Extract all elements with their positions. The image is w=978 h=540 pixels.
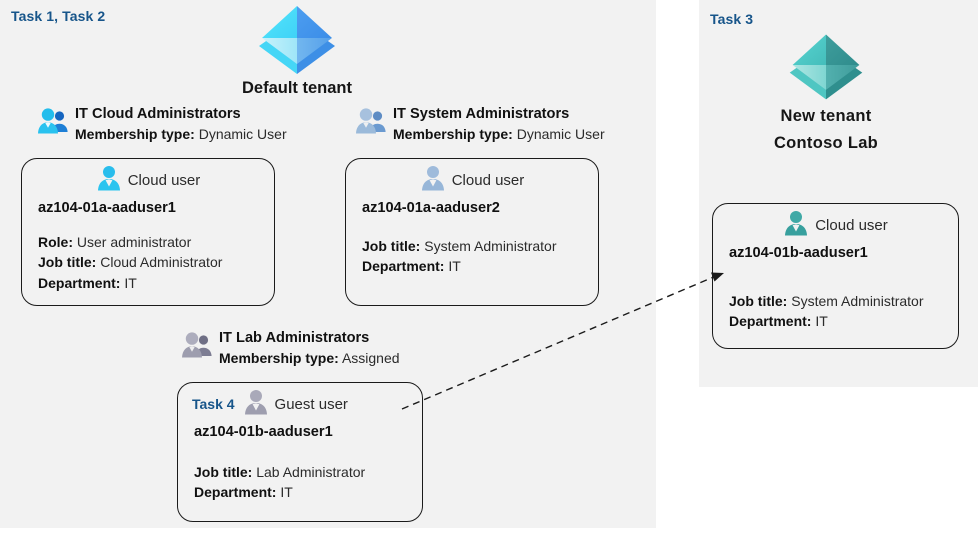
user-property-department: Department: IT xyxy=(729,311,958,331)
group-it-system-administrators: IT System Administrators Membership type… xyxy=(356,104,605,145)
property-value: User administrator xyxy=(76,234,192,250)
new-tenant-block: New tenant Contoso Lab xyxy=(728,30,924,154)
default-tenant-block: Default tenant xyxy=(199,2,395,99)
user-property-role: Role: User administrator xyxy=(38,232,274,252)
property-value: IT xyxy=(448,258,461,275)
group-meta-value: Assigned xyxy=(341,349,400,366)
group-meta-value: Dynamic User xyxy=(198,125,287,142)
cloud-user-icon xyxy=(783,210,809,241)
group-users-icon xyxy=(356,108,386,139)
group-it-cloud-administrators: IT Cloud Administrators Membership type:… xyxy=(38,104,287,145)
property-value: IT xyxy=(815,313,828,330)
group-meta-label: Membership type: xyxy=(219,349,339,366)
user-principal-name: az104-01b-aaduser1 xyxy=(194,424,333,440)
user-type-label: Cloud user xyxy=(815,216,888,234)
user-property-department: Department: IT xyxy=(38,273,274,293)
property-value: IT xyxy=(280,484,293,501)
group-meta-value: Dynamic User xyxy=(516,125,605,142)
user-card-az104-01a-aaduser1[interactable]: Cloud user az104-01a-aaduser1 Role: User… xyxy=(21,158,275,306)
task-label-1-2: Task 1, Task 2 xyxy=(11,8,106,24)
group-it-lab-administrators: IT Lab Administrators Membership type: A… xyxy=(182,328,400,369)
property-label: Department: xyxy=(194,484,277,501)
property-value: System Administrator xyxy=(791,293,924,309)
user-principal-name: az104-01a-aaduser2 xyxy=(362,200,500,216)
group-meta-label: Membership type: xyxy=(75,125,195,142)
azure-ad-tenant-icon xyxy=(199,2,395,74)
property-label: Department: xyxy=(38,274,121,291)
task-label-4: Task 4 xyxy=(192,396,235,412)
property-value: Lab Administrator xyxy=(256,464,366,480)
property-label: Job title: xyxy=(729,293,788,309)
user-card-az104-01b-aaduser1-guest[interactable]: Task 4 Guest user az104-01b-aaduser1 Job… xyxy=(177,382,423,522)
property-label: Job title: xyxy=(362,238,421,254)
user-property-department: Department: IT xyxy=(194,482,422,502)
user-card-az104-01a-aaduser2[interactable]: Cloud user az104-01a-aaduser2 Job title:… xyxy=(345,158,599,306)
user-property-job-title: Job title: Lab Administrator xyxy=(194,462,422,482)
guest-user-icon xyxy=(243,389,269,420)
group-users-icon xyxy=(182,332,212,363)
group-meta-label: Membership type: xyxy=(393,125,513,142)
property-label: Job title: xyxy=(194,464,253,480)
cloud-user-icon xyxy=(96,165,122,196)
group-title: IT Cloud Administrators xyxy=(75,106,241,122)
user-property-job-title: Job title: System Administrator xyxy=(729,291,958,311)
property-label: Role: xyxy=(38,234,73,250)
new-tenant-name-line2: Contoso Lab xyxy=(773,134,879,153)
property-value: Cloud Administrator xyxy=(100,254,223,271)
group-title: IT System Administrators xyxy=(393,106,570,122)
property-label: Job title: xyxy=(38,254,97,271)
user-property-job-title: Job title: Cloud Administrator xyxy=(38,252,274,272)
user-type-label: Cloud user xyxy=(451,171,525,189)
property-label: Department: xyxy=(362,258,445,275)
user-principal-name: az104-01b-aaduser1 xyxy=(729,245,868,261)
user-type-label: Guest user xyxy=(274,395,348,413)
property-label: Department: xyxy=(729,313,812,330)
user-principal-name: az104-01a-aaduser1 xyxy=(38,200,176,216)
user-property-department: Department: IT xyxy=(362,256,598,276)
property-value: System Administrator xyxy=(424,238,557,254)
task-label-3: Task 3 xyxy=(710,11,754,27)
group-title: IT Lab Administrators xyxy=(219,330,370,346)
user-property-job-title: Job title: System Administrator xyxy=(362,236,598,256)
property-value: IT xyxy=(124,274,137,291)
azure-ad-tenant-icon xyxy=(728,30,924,100)
user-type-label: Cloud user xyxy=(127,171,201,189)
cloud-user-icon xyxy=(420,165,446,196)
default-tenant-name: Default tenant xyxy=(241,79,352,97)
new-tenant-name-line1: New tenant xyxy=(780,107,872,125)
group-users-icon xyxy=(38,108,68,139)
user-card-az104-01b-aaduser1-cloud[interactable]: Cloud user az104-01b-aaduser1 Job title:… xyxy=(712,203,959,349)
